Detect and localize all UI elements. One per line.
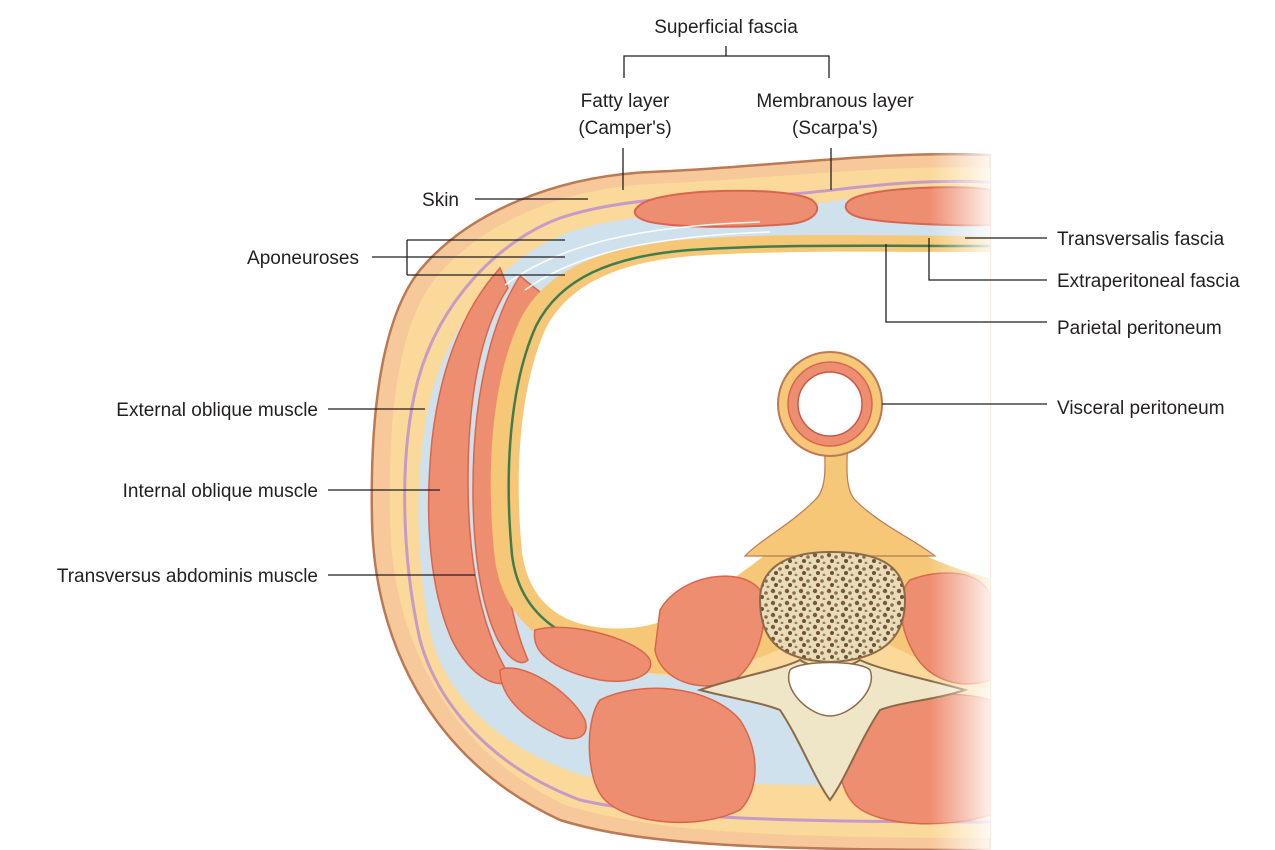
abdominal-cavity: [518, 251, 990, 629]
label-superficial-fascia: Superficial fascia: [654, 17, 798, 38]
label-aponeuroses: Aponeuroses: [247, 248, 359, 269]
label-parietal-peritoneum: Parietal peritoneum: [1057, 318, 1222, 339]
posterior-muscles: [499, 572, 991, 825]
label-transversus-abdominis: Transversus abdominis muscle: [57, 566, 318, 587]
right-fade: [930, 140, 1000, 850]
label-extraperitoneal-fascia: Extraperitoneal fascia: [1057, 271, 1240, 292]
label-internal-oblique: Internal oblique muscle: [123, 481, 318, 502]
label-fatty-layer-1: Fatty layer: [581, 91, 670, 112]
vertebra: [696, 550, 969, 802]
leader-lines: [328, 46, 1047, 576]
label-membranous-layer-1: Membranous layer: [756, 91, 914, 112]
label-transversalis-fascia: Transversalis fascia: [1057, 229, 1225, 250]
label-membranous-layer-2: (Scarpa's): [792, 118, 878, 139]
labels: Superficial fascia Fatty layer (Camper's…: [57, 17, 1240, 587]
label-external-oblique: External oblique muscle: [116, 400, 318, 421]
parietal-peritoneum-line: [507, 244, 991, 658]
label-visceral-peritoneum: Visceral peritoneum: [1057, 398, 1225, 419]
label-fatty-layer-2: (Camper's): [578, 118, 671, 139]
label-skin: Skin: [422, 190, 459, 211]
intestine-ring: [777, 351, 883, 457]
external-oblique-band: [427, 266, 513, 685]
